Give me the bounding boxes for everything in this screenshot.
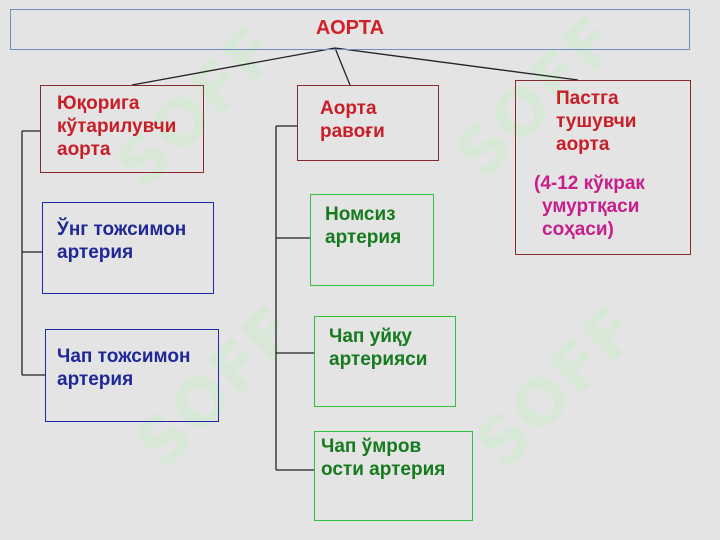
right-coronary-artery-box: Ўнг тожсимон артерия	[42, 202, 214, 294]
ascending-aorta-label: кўтарилувчи	[57, 116, 177, 137]
ascending-aorta-box: Юқорига кўтарилувчи аорта	[40, 85, 204, 173]
aortic-arch-label: Аорта	[320, 98, 377, 119]
left-subclavian-artery-label: ости артерия	[321, 459, 446, 480]
descending-aorta-label: Пастга	[556, 88, 619, 109]
descending-aorta-box: Пастга тушувчи аорта (4-12 кўкрак умуртқ…	[515, 80, 691, 255]
left-carotid-artery-box: Чап уйқу артерияси	[314, 316, 456, 407]
brachiocephalic-artery-box: Номсиз артерия	[310, 194, 434, 286]
descending-aorta-label: аорта	[556, 134, 610, 155]
aortic-arch-box: Аорта равоғи	[297, 85, 439, 161]
aorta-title-box: АОРТА	[10, 9, 690, 50]
ascending-aorta-label: аорта	[57, 139, 111, 160]
descending-aorta-note: соҳаси)	[542, 219, 614, 240]
right-coronary-artery-label: Ўнг тожсимон	[57, 219, 187, 240]
brachiocephalic-artery-label: Номсиз	[325, 204, 396, 225]
descending-aorta-note: умуртқаси	[542, 196, 640, 217]
left-coronary-artery-label: Чап тожсимон	[57, 346, 191, 367]
right-coronary-artery-label: артерия	[57, 242, 134, 263]
left-carotid-artery-label: артерияси	[329, 349, 428, 370]
aortic-arch-label: равоғи	[320, 121, 385, 142]
left-carotid-artery-label: Чап уйқу	[329, 326, 412, 347]
ascending-aorta-label: Юқорига	[57, 93, 140, 114]
descending-aorta-label: тушувчи	[556, 111, 637, 132]
brachiocephalic-artery-label: артерия	[325, 227, 402, 248]
left-coronary-artery-label: артерия	[57, 369, 134, 390]
left-subclavian-artery-box: Чап ўмров ости артерия	[314, 431, 473, 521]
aorta-title: АОРТА	[315, 17, 385, 39]
descending-aorta-note: (4-12 кўкрак	[534, 173, 645, 194]
left-subclavian-artery-label: Чап ўмров	[321, 436, 422, 457]
left-coronary-artery-box: Чап тожсимон артерия	[45, 329, 219, 422]
